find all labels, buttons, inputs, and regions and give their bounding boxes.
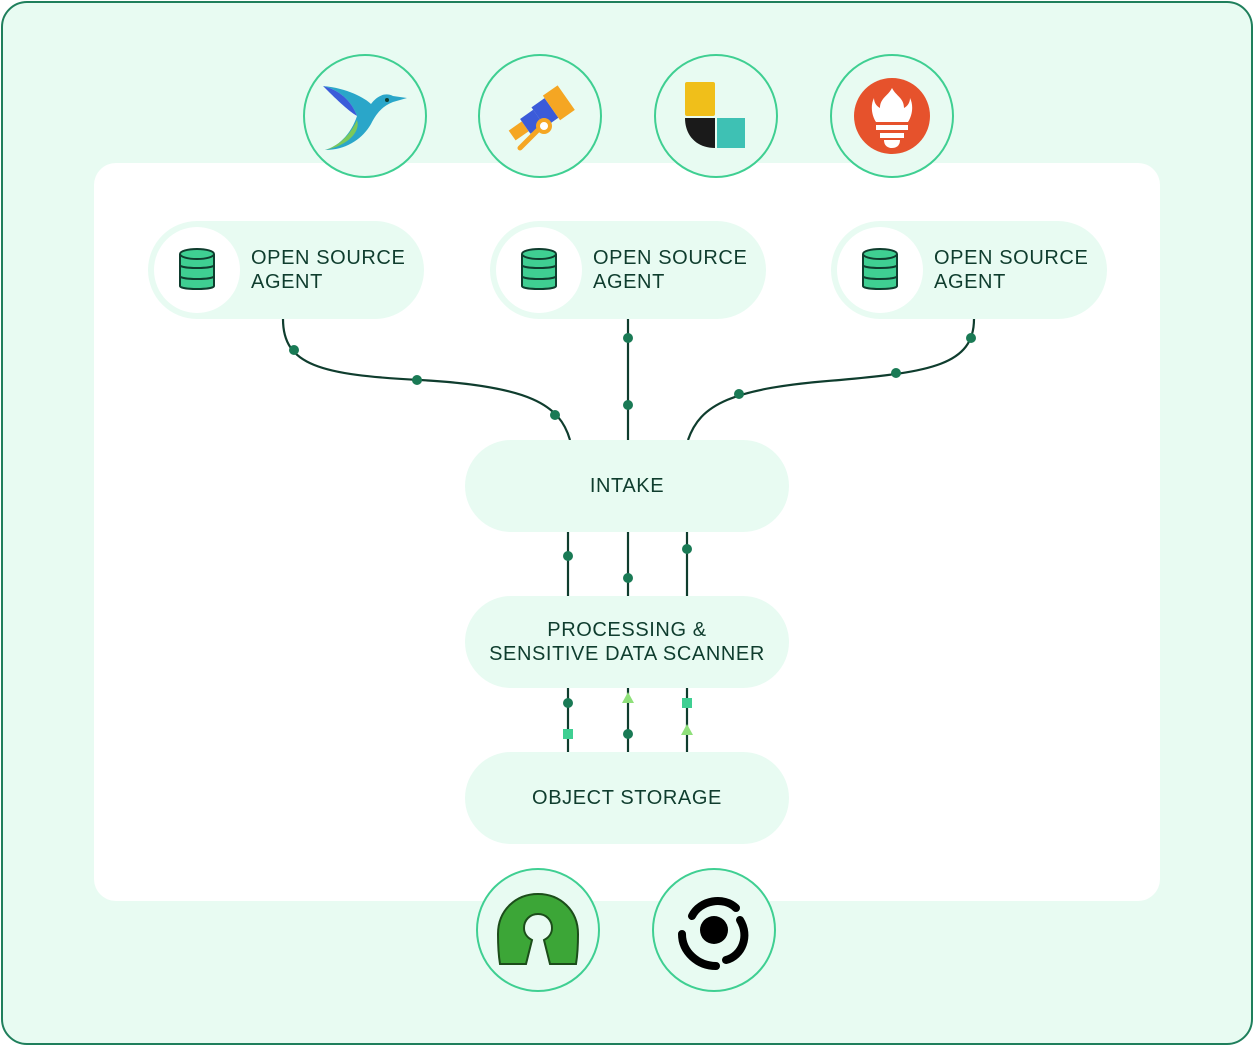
agent-label: OPEN SOURCE AGENT xyxy=(593,247,748,293)
swirl-logo-icon xyxy=(652,868,776,992)
prometheus-torch-logo-icon xyxy=(830,54,954,178)
open-source-initiative-logo-icon xyxy=(476,868,600,992)
agent-node-1: OPEN SOURCE AGENT xyxy=(148,221,424,319)
agent-label: OPEN SOURCE AGENT xyxy=(251,247,406,293)
agent-icon-disc xyxy=(496,227,582,313)
processing-label: PROCESSING & SENSITIVE DATA SCANNER xyxy=(489,619,765,665)
intake-label: INTAKE xyxy=(589,475,665,497)
object-storage-label: OBJECT STORAGE xyxy=(532,787,722,809)
elastic-logo-icon xyxy=(654,54,778,178)
processing-stage: PROCESSING & SENSITIVE DATA SCANNER xyxy=(465,596,789,688)
agent-node-2: OPEN SOURCE AGENT xyxy=(490,221,766,319)
database-icon xyxy=(521,248,557,290)
database-icon xyxy=(862,248,898,290)
database-icon xyxy=(179,248,215,290)
hummingbird-logo-icon xyxy=(303,54,427,178)
agent-icon-disc xyxy=(837,227,923,313)
agent-node-3: OPEN SOURCE AGENT xyxy=(831,221,1107,319)
object-storage-stage: OBJECT STORAGE xyxy=(465,752,789,844)
intake-stage: INTAKE xyxy=(465,440,789,532)
agent-icon-disc xyxy=(154,227,240,313)
agent-label: OPEN SOURCE AGENT xyxy=(934,247,1089,293)
telescope-logo-icon xyxy=(478,54,602,178)
